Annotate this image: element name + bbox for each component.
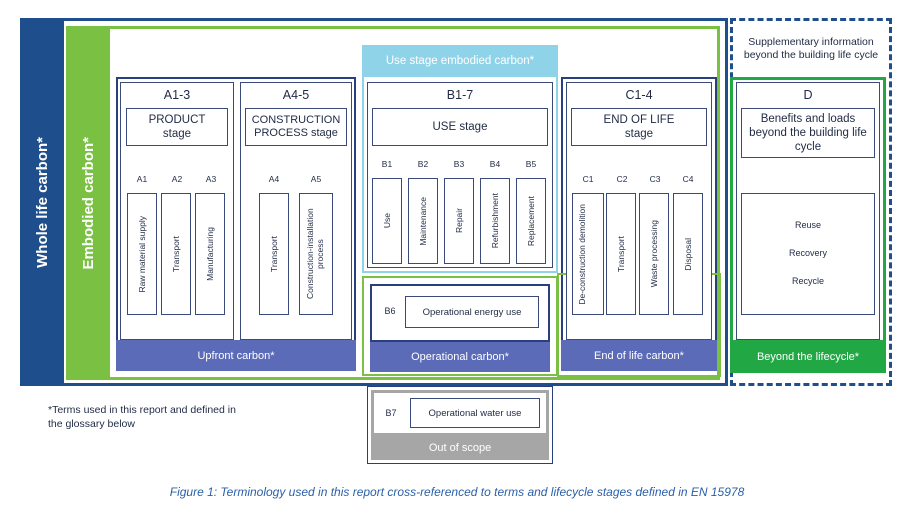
- footnote: *Terms used in this report and defined i…: [48, 404, 236, 430]
- operational-bar: Operational carbon*: [370, 342, 550, 372]
- out-of-scope-frame: [367, 386, 553, 464]
- c1-code: C1: [582, 174, 594, 184]
- a2-label: Transport: [171, 235, 181, 273]
- whole-life-sidebar: Whole life carbon*: [20, 18, 64, 386]
- b3-label: Repair: [454, 208, 464, 234]
- c2-code: C2: [616, 174, 628, 184]
- a1-label: Raw material supply: [137, 215, 147, 293]
- d-item-recycle: Recycle: [791, 276, 824, 286]
- b2-label: Maintenance: [418, 196, 428, 246]
- b5-box: Replacement: [516, 178, 546, 264]
- a13-code: A1-3: [163, 88, 191, 102]
- b4-box: Refurbishment: [480, 178, 510, 264]
- upfront-bar: Upfront carbon*: [116, 340, 356, 371]
- a4-box: Transport: [259, 193, 289, 315]
- a45-title: CONSTRUCTION PROCESS stage: [245, 108, 347, 146]
- a5-code: A5: [310, 174, 322, 184]
- b2-code: B2: [417, 159, 429, 169]
- a4-code: A4: [268, 174, 280, 184]
- b4-label: Refurbishment: [490, 193, 500, 249]
- b5-label: Replacement: [526, 195, 536, 247]
- a1-box: Raw material supply: [127, 193, 157, 315]
- b4-code: B4: [489, 159, 501, 169]
- out-of-scope-bar: Out of scope: [371, 436, 549, 460]
- b6-label: Operational energy use: [405, 296, 539, 328]
- c1-box: De-construction demolition: [572, 193, 604, 315]
- a2-code: A2: [171, 174, 183, 184]
- b7-code: B7: [385, 408, 397, 418]
- use-stage-embodied-label: Use stage embodied carbon*: [362, 45, 558, 77]
- b1-label: Use: [382, 213, 392, 229]
- c2-box: Transport: [606, 193, 636, 315]
- embodied-sidebar: Embodied carbon*: [66, 26, 110, 380]
- end-of-life-bar: End of life carbon*: [561, 340, 717, 371]
- beyond-bar: Beyond the lifecycle*: [730, 340, 886, 373]
- a3-code: A3: [205, 174, 217, 184]
- a13-title: PRODUCT stage: [126, 108, 228, 146]
- c4-box: Disposal: [673, 193, 703, 315]
- c1-label: De-construction demolition: [577, 203, 587, 305]
- c3-box: Waste processing: [639, 193, 669, 315]
- b6-code: B6: [384, 306, 396, 316]
- c14-title: END OF LIFE stage: [571, 108, 707, 146]
- b2-box: Maintenance: [408, 178, 438, 264]
- d-item-recovery: Recovery: [788, 248, 827, 258]
- b17-code: B1-7: [446, 88, 474, 102]
- b1-box: Use: [372, 178, 402, 264]
- b17-title: USE stage: [372, 108, 548, 146]
- b7-label: Operational water use: [410, 398, 540, 428]
- b3-code: B3: [453, 159, 465, 169]
- a5-label: Construction-installation process: [305, 208, 325, 300]
- a4-label: Transport: [269, 235, 279, 273]
- figure-caption: Figure 1: Terminology used in this repor…: [169, 485, 745, 499]
- supplementary-label: Supplementary information beyond the bui…: [743, 36, 879, 61]
- b5-code: B5: [525, 159, 537, 169]
- a2-box: Transport: [161, 193, 191, 315]
- d-items-box: [741, 193, 875, 315]
- b1-code: B1: [381, 159, 393, 169]
- c14-code: C1-4: [625, 88, 653, 102]
- c2-label: Transport: [616, 235, 626, 273]
- b3-box: Repair: [444, 178, 474, 264]
- a5-box: Construction-installation process: [299, 193, 333, 315]
- c3-label: Waste processing: [649, 220, 659, 288]
- d-code: D: [803, 88, 813, 102]
- a3-box: Manufacturing: [195, 193, 225, 315]
- a3-label: Manufacturing: [205, 227, 215, 281]
- embodied-label: Embodied carbon*: [79, 136, 97, 270]
- whole-life-label: Whole life carbon*: [33, 136, 51, 268]
- a45-code: A4-5: [282, 88, 310, 102]
- c4-code: C4: [682, 174, 694, 184]
- c3-code: C3: [649, 174, 661, 184]
- c4-label: Disposal: [683, 237, 693, 271]
- a1-code: A1: [136, 174, 148, 184]
- d-item-reuse: Reuse: [794, 220, 821, 230]
- d-title: Benefits and loads beyond the building l…: [741, 108, 875, 158]
